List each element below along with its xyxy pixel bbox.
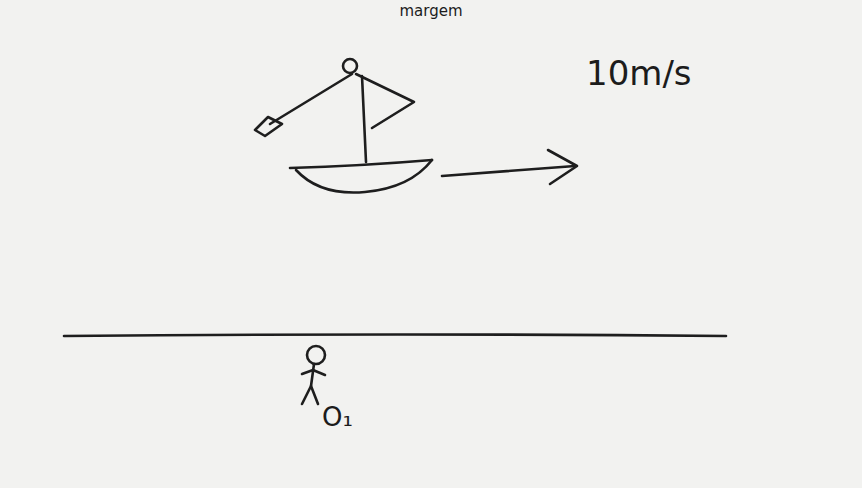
observer-body bbox=[311, 364, 314, 386]
boat-sail bbox=[356, 74, 414, 128]
arrow-head bbox=[255, 117, 282, 136]
boat-deck bbox=[290, 160, 432, 168]
velocity-arrow bbox=[442, 166, 575, 176]
velocity-arrow-head bbox=[548, 150, 577, 184]
trajectory-line bbox=[270, 74, 352, 124]
observer-label: O₁ bbox=[322, 404, 353, 430]
boat-mast bbox=[362, 76, 366, 162]
caption-fragment: margem bbox=[399, 4, 462, 19]
speed-label: 10m/s bbox=[586, 56, 692, 90]
boat-hull bbox=[296, 160, 432, 193]
observer-arms bbox=[302, 370, 325, 375]
ball bbox=[343, 59, 357, 73]
observer-legs bbox=[302, 386, 318, 404]
shore-line bbox=[64, 335, 726, 337]
observer-head bbox=[307, 346, 325, 364]
